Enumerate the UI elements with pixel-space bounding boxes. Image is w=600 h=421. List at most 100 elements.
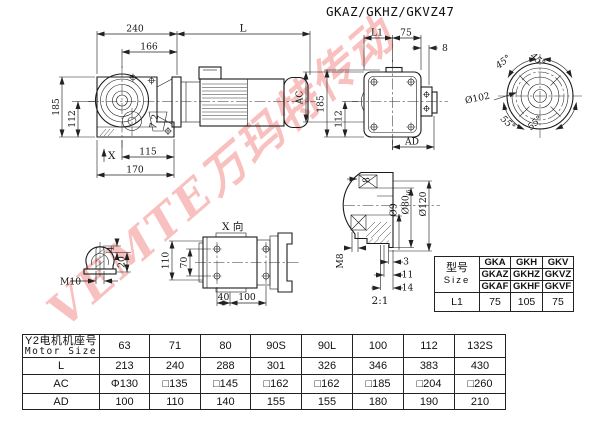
dia-leader-line — [493, 92, 517, 101]
dim-185: 185 — [51, 98, 62, 116]
cell: 100 — [99, 393, 150, 410]
bolt-symbol — [369, 77, 379, 87]
bearing-box-top — [358, 174, 378, 189]
dim-AD: AD — [404, 137, 419, 148]
dim-70: 70 — [179, 257, 190, 269]
dim-20: 20 — [117, 256, 128, 268]
bolt-symbol — [423, 105, 430, 112]
x-direction-label: X — [108, 150, 116, 162]
cell: GKV — [542, 256, 574, 269]
cell: 80 — [200, 334, 251, 358]
shaft-detail-view: 8 Ø9 Ø80j6 Ø120 M8 3 11 14 2:1 — [335, 171, 440, 307]
cell: 240 — [149, 357, 201, 375]
lug-inner-arc — [91, 253, 109, 266]
bolt-symbol — [369, 122, 379, 132]
cell: GKAF — [479, 280, 511, 293]
bolt-symbol — [129, 73, 137, 82]
motor-size-header: Y2电机机座号 Motor Size — [22, 334, 100, 358]
cell: 112 — [403, 334, 455, 358]
output-boss-end — [431, 91, 438, 114]
cell: 326 — [301, 357, 353, 375]
cell: 155 — [250, 393, 302, 410]
motor-fins — [202, 83, 247, 120]
cell: 301 — [250, 357, 302, 375]
flange-diagonal-ticks — [519, 75, 561, 117]
foot-hatch — [99, 128, 115, 137]
motor-table-row-L: L 213 240 288 301 326 346 383 430 — [22, 357, 506, 375]
detail-scale-label: 2:1 — [372, 295, 389, 307]
motor-flange-plate — [171, 76, 182, 128]
dim-8: 8 — [362, 177, 373, 183]
cell: 210 — [454, 393, 506, 410]
xview-title: X 向 — [222, 220, 243, 233]
cell: 90L — [301, 334, 353, 358]
angle-arc-45-right — [542, 57, 573, 78]
lug-dome-outline — [85, 246, 115, 270]
bolt-symbol — [147, 76, 156, 85]
front-centerlines — [88, 66, 316, 148]
bearing-box-left-cross — [350, 214, 367, 231]
size-table-row: GKAF GKHF GKVF — [435, 280, 574, 293]
cell: 140 — [200, 393, 251, 410]
motor-table-row-AC: AC Φ130 □135 □145 □162 □162 □185 □204 □2… — [22, 374, 506, 394]
dim-d80: Ø80j6 — [401, 189, 414, 214]
cell: 288 — [200, 357, 251, 375]
dim-8: 8 — [442, 43, 448, 54]
cell: GKVZ — [542, 268, 574, 281]
dim-75: 75 — [400, 28, 412, 39]
dia-102-label: Ø102 — [464, 91, 491, 107]
size-table-l1-row: L1 75 105 75 — [434, 292, 574, 312]
side-centerlines — [352, 60, 448, 152]
dim-L: L — [240, 23, 247, 35]
angle-45-left: 45° — [493, 53, 513, 72]
motor-size-label-cn: Y2电机机座号 — [25, 335, 97, 348]
cell: □162 — [301, 374, 353, 394]
motor-size-label-en: Motor Size — [24, 346, 98, 357]
bolt-symbol — [406, 77, 416, 87]
row-label: AD — [22, 393, 100, 410]
flange-view: 45° 45° 55° 55° Ø102 — [464, 50, 582, 138]
xview-housing — [202, 236, 258, 289]
cell: Φ130 — [99, 374, 150, 394]
dim-112: 112 — [67, 110, 78, 128]
cell: 110 — [149, 393, 201, 410]
cell: □260 — [454, 374, 506, 394]
cell: 71 — [149, 334, 201, 358]
cell: 63 — [99, 334, 150, 358]
row-label: L — [22, 357, 100, 375]
xview-centerlines — [195, 242, 300, 284]
flange-shaft-circle — [533, 89, 547, 103]
cell: 75 — [542, 292, 574, 312]
dim-AC: AC — [295, 91, 306, 106]
oil-plug-mark — [148, 111, 168, 132]
size-table-row: 型号 Size GKA GKH GKV — [434, 256, 574, 293]
cell: 430 — [454, 357, 506, 375]
cell: 190 — [403, 393, 455, 410]
cell: 155 — [301, 393, 353, 410]
xview-extension-lines — [169, 240, 267, 306]
cell: 180 — [352, 393, 404, 410]
bearing-box-left — [350, 214, 367, 231]
dim-110: 110 — [161, 252, 172, 270]
motor-table-row-AD: AD 100 110 140 155 155 180 190 210 — [22, 393, 506, 410]
dim-240: 240 — [126, 24, 144, 35]
cell: □135 — [149, 374, 201, 394]
angle-arc-55-left — [502, 102, 525, 130]
bore-lines — [366, 195, 393, 216]
dim-4: 4 — [106, 246, 117, 252]
flange-circle-4 — [527, 83, 553, 109]
side-housing-inner — [368, 76, 417, 133]
cell: 105 — [510, 292, 543, 312]
oil-plug-label: 7.2 — [148, 113, 162, 130]
cell: 90S — [250, 334, 302, 358]
cell: □204 — [403, 374, 455, 394]
dim-L1: L1 — [371, 28, 383, 39]
gearbox-housing-outline — [96, 76, 175, 138]
cell: 75 — [479, 292, 511, 312]
size-table: 型号 Size GKA GKH GKV GKAZ GKHZ GKVZ GKAF … — [434, 256, 574, 312]
dim-185: 185 — [316, 95, 327, 113]
cell: 346 — [352, 357, 404, 375]
cell: □145 — [200, 374, 251, 394]
drawing-title: GKAZ/GKHZ/GKVZ47 — [326, 4, 455, 19]
dim-40: 40 — [218, 292, 230, 303]
